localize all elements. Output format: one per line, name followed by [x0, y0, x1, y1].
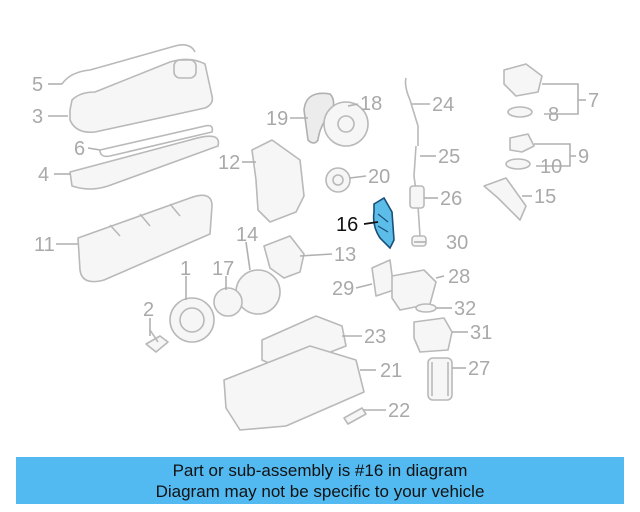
callout-15: 15 [534, 186, 556, 208]
callout-3: 3 [32, 106, 43, 128]
part-17-gear [213, 287, 243, 317]
callout-26: 26 [440, 188, 462, 210]
callout-19: 19 [266, 108, 288, 130]
callout-29: 29 [332, 278, 354, 300]
callout-9: 9 [578, 146, 589, 168]
callout-1: 1 [180, 258, 191, 280]
callout-16: 16 [336, 214, 358, 236]
callout-4: 4 [38, 164, 49, 186]
callout-23: 23 [364, 326, 386, 348]
part-31-filter-base [413, 317, 453, 353]
callout-10: 10 [540, 156, 562, 178]
info-banner: Part or sub-assembly is #16 in diagram D… [16, 457, 624, 504]
callout-24: 24 [432, 94, 454, 116]
callout-7: 7 [588, 90, 599, 112]
part-13-bracket [263, 235, 305, 279]
part-2-bolt [145, 335, 169, 353]
part-26-tube-bracket [409, 185, 425, 209]
part-6-gasket [99, 124, 214, 158]
part-5-gasket [61, 44, 196, 85]
callout-8: 8 [548, 104, 559, 126]
callout-17: 17 [212, 258, 234, 280]
callout-12: 12 [218, 152, 240, 174]
callout-13: 13 [334, 244, 356, 266]
callout-20: 20 [368, 166, 390, 188]
part-21-oil-pan [223, 345, 365, 431]
callout-30: 30 [446, 232, 468, 254]
part-14-cover [235, 269, 281, 315]
part-24-dipstick [404, 77, 419, 146]
part-7-sensor [503, 63, 543, 97]
callout-6: 6 [74, 138, 85, 160]
part-15-bracket [483, 177, 527, 221]
callout-32: 32 [454, 298, 476, 320]
banner-line-1: Part or sub-assembly is #16 in diagram [172, 460, 468, 480]
part-18-cam-sprocket [323, 101, 369, 147]
part-11-intake-manifold [77, 194, 213, 283]
callout-5: 5 [32, 74, 43, 96]
callout-28: 28 [448, 266, 470, 288]
callout-22: 22 [388, 400, 410, 422]
part-12-timing-cover [251, 139, 305, 223]
part-9-sensor [509, 133, 535, 153]
part-16-highlighted [372, 196, 395, 250]
callout-2: 2 [143, 299, 154, 321]
callout-11: 11 [34, 234, 55, 256]
part-4-gasket [69, 135, 220, 190]
part-3-oil-cap [173, 59, 197, 79]
part-32-seal [415, 303, 437, 313]
part-8-seal [507, 106, 533, 118]
callout-27: 27 [468, 358, 490, 380]
callout-21: 21 [380, 360, 402, 382]
part-10-seal [505, 158, 531, 170]
part-29-housing-bracket [371, 259, 395, 297]
part-1-pulley [169, 297, 215, 343]
callout-31: 31 [470, 322, 492, 344]
part-27-oil-filter [427, 357, 453, 401]
part-30-plug [411, 235, 427, 247]
callout-14: 14 [236, 224, 258, 246]
part-22-tube [343, 407, 367, 425]
banner-line-2: Diagram may not be specific to your vehi… [155, 481, 485, 501]
part-20-idler [325, 167, 351, 193]
callout-25: 25 [438, 146, 460, 168]
callout-18: 18 [360, 93, 382, 115]
